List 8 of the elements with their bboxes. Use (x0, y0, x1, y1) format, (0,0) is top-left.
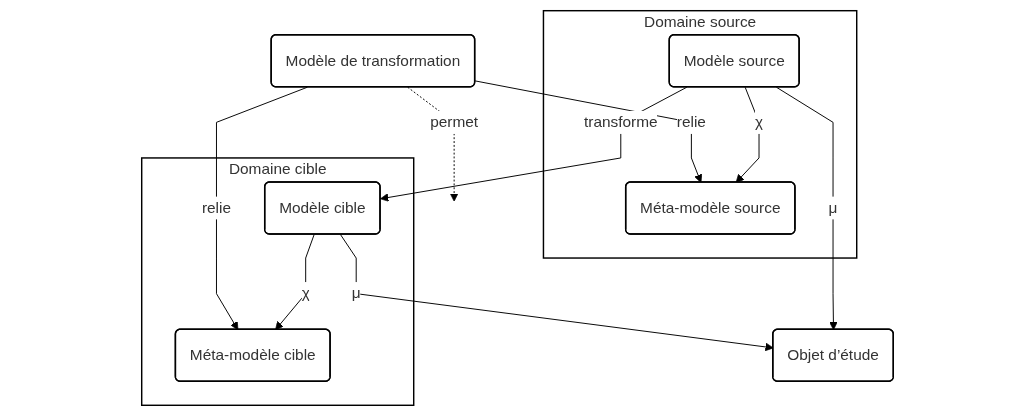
edge-label: χ (754, 113, 763, 131)
edge-label: transforme (583, 113, 658, 131)
edge-label: relie (201, 199, 231, 216)
edge-label: permet (429, 113, 478, 131)
edge-label: μ (828, 199, 837, 216)
edge-label: relie (676, 113, 706, 131)
edge-label: χ (301, 284, 310, 302)
edge-label: μ (351, 284, 361, 302)
